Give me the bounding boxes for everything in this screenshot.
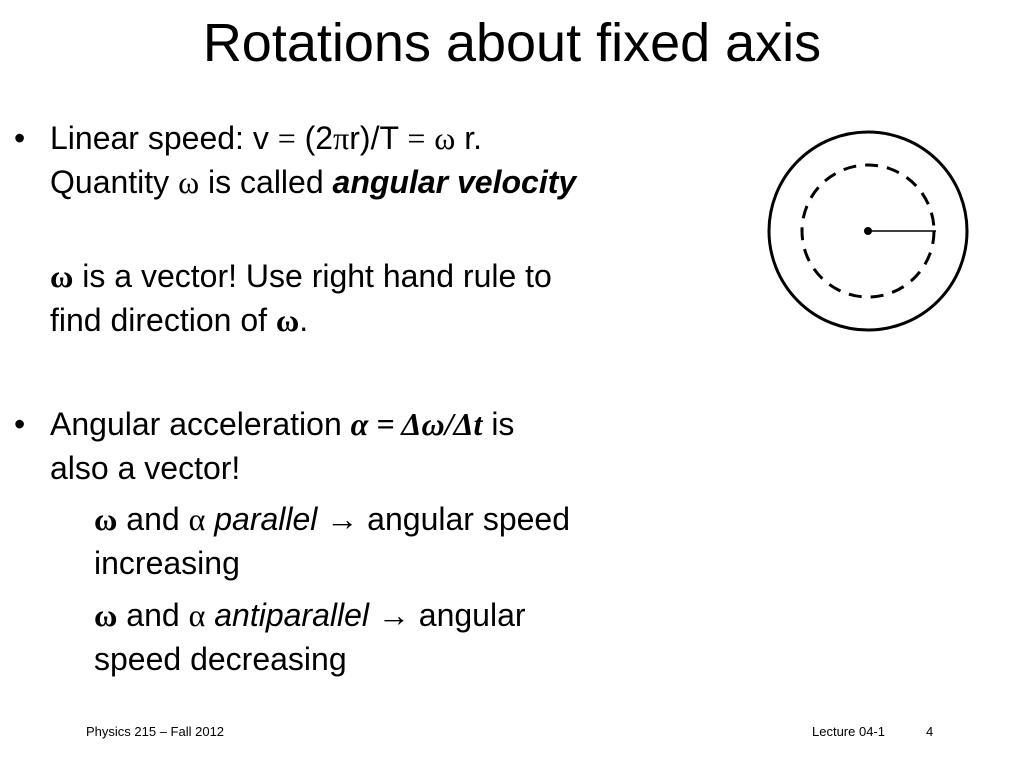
- bullet-line: Angular acceleration α = Δω/Δt is: [50, 402, 514, 446]
- text: Angular acceleration: [50, 406, 351, 442]
- footer-lecture: Lecture 04-1: [812, 724, 885, 739]
- bullet-line: find direction of ω.: [50, 298, 552, 342]
- text: Linear speed: v: [50, 120, 278, 156]
- text: also a vector!: [50, 450, 241, 486]
- footer-page-number: 4: [926, 724, 934, 739]
- text: [205, 597, 214, 633]
- text: is: [482, 406, 515, 442]
- emphasis-antiparallel: antiparallel: [214, 597, 369, 633]
- bullet-linear-speed: Linear speed: v = (2πr)/T = ω r. Quantit…: [50, 116, 576, 204]
- bullet-line: speed decreasing: [94, 637, 526, 681]
- outer-circle: [767, 130, 969, 332]
- emphasis-angular-velocity: angular velocity: [332, 164, 577, 200]
- rotation-diagram: [767, 130, 969, 332]
- omega-symbol: ω: [94, 501, 118, 537]
- text: [205, 501, 214, 537]
- text: .: [299, 302, 309, 338]
- bullet-marker: •: [14, 120, 26, 156]
- text: angular speed: [358, 501, 570, 537]
- text: angular: [409, 597, 526, 633]
- equals-symbol: =: [277, 120, 296, 156]
- text: r)/T: [349, 120, 408, 156]
- emphasis-parallel: parallel: [214, 501, 318, 537]
- alpha-symbol: α: [188, 501, 206, 537]
- alpha-formula: α = Δω/Δt: [350, 406, 483, 442]
- pi-symbol: π: [333, 120, 350, 156]
- bullet-line: increasing: [94, 541, 570, 585]
- bullet-marker: •: [14, 406, 26, 442]
- text: Quantity: [50, 164, 179, 200]
- omega-symbol: ω: [50, 258, 74, 294]
- bullet-omega-vector: ω is a vector! Use right hand rule to fi…: [50, 254, 552, 342]
- bullet-line: ω and α parallel → angular speed: [94, 497, 570, 541]
- right-arrow-icon: →: [326, 501, 359, 537]
- text: (2: [295, 120, 334, 156]
- bullet-line: Quantity ω is called angular velocity: [50, 160, 576, 204]
- sub-bullet-parallel: ω and α parallel → angular speed increas…: [94, 497, 570, 585]
- bullet-angular-acceleration: Angular acceleration α = Δω/Δt is also a…: [50, 402, 514, 490]
- alpha-symbol: α: [188, 597, 206, 633]
- footer-course: Physics 215 – Fall 2012: [86, 724, 225, 739]
- bullet-line: Linear speed: v = (2πr)/T = ω r.: [50, 116, 576, 160]
- equals-symbol: =: [407, 120, 426, 156]
- slide-title: Rotations about fixed axis: [202, 13, 822, 73]
- sub-bullet-antiparallel: ω and α antiparallel → angular speed dec…: [94, 593, 526, 681]
- right-arrow-icon: →: [377, 597, 410, 633]
- text: r.: [455, 120, 482, 156]
- omega-symbol: ω: [275, 302, 300, 338]
- text: is called: [199, 164, 333, 200]
- text: speed decreasing: [94, 641, 347, 677]
- text: and: [117, 597, 189, 633]
- text: [425, 120, 434, 156]
- omega-symbol: ω: [178, 164, 200, 200]
- text: and: [117, 501, 189, 537]
- text: [369, 597, 378, 633]
- bullet-line: ω is a vector! Use right hand rule to: [50, 254, 552, 298]
- bullet-line: ω and α antiparallel → angular: [94, 593, 526, 637]
- text: is a vector! Use right hand rule to: [73, 258, 552, 294]
- bullet-line: also a vector!: [50, 446, 514, 490]
- omega-symbol: ω: [94, 597, 118, 633]
- omega-symbol: ω: [434, 120, 456, 156]
- text: increasing: [94, 545, 240, 581]
- text: find direction of: [50, 302, 276, 338]
- text: [317, 501, 326, 537]
